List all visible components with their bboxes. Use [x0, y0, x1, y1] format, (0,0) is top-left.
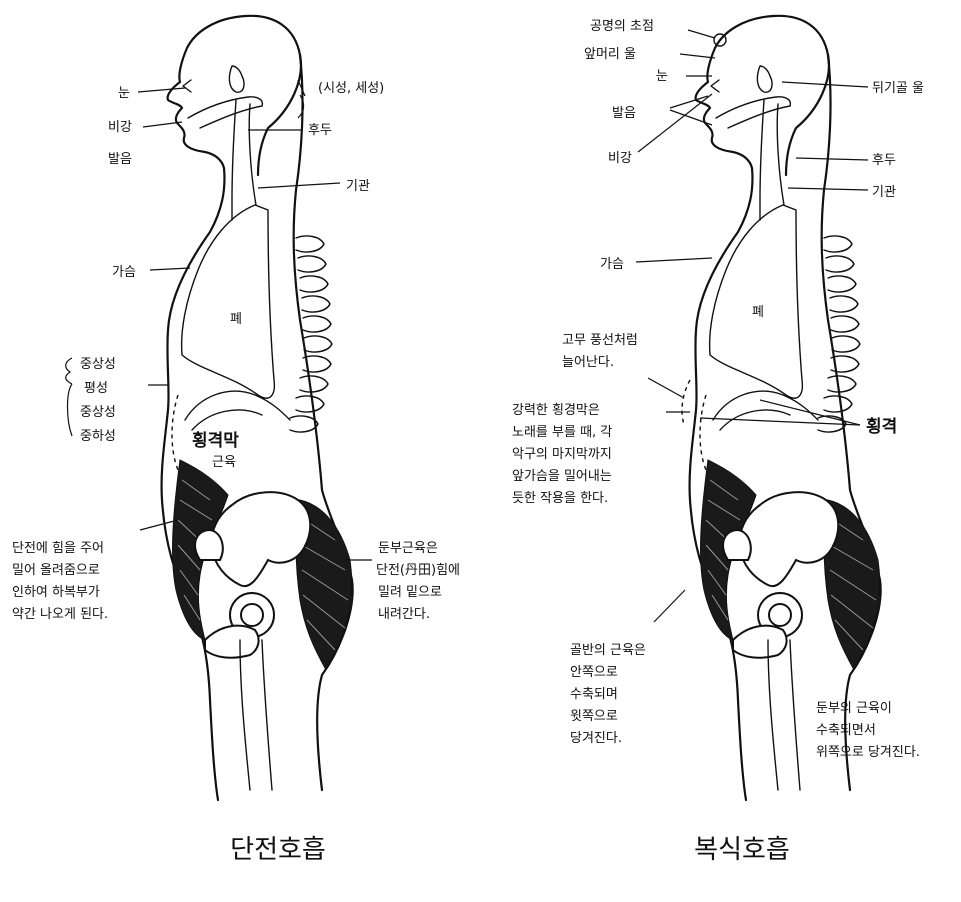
- right-note-glute-3: 위쪽으로 당겨진다.: [816, 745, 920, 760]
- right-label-trachea: 기관: [872, 185, 896, 200]
- left-note-glute-3: 밀려 밑으로: [378, 585, 442, 600]
- right-note-strong-1: 강력한 횡경막은: [512, 403, 600, 418]
- right-label-larynx: 후두: [872, 153, 896, 168]
- right-label-articulation: 발음: [612, 106, 636, 121]
- left-label-diaphragm: 횡격막: [192, 431, 239, 451]
- left-note-glute-1: 둔부근육은: [378, 541, 438, 556]
- left-label-pitch-4: 중하성: [80, 429, 116, 444]
- left-label-diaphragm-sub: 근육: [212, 455, 236, 470]
- left-note-abd-1: 단전에 힘을 주어: [12, 541, 104, 556]
- left-figure: 눈 비강 발음 (시성, 세성) 후두 기관 가슴 폐 중상성 평성 중상성 중…: [12, 16, 460, 865]
- left-note-abd-3: 인하여 하복부가: [12, 585, 100, 600]
- left-note-glute-2: 단전(丹田)힘에: [376, 563, 460, 578]
- right-label-occipital: 뒤기골 울: [872, 81, 924, 96]
- right-caption: 복식호흡: [694, 835, 790, 865]
- right-note-pelvis-5: 당겨진다.: [570, 731, 622, 746]
- right-figure: 공명의 초점 앞머리 울 눈 발음 비강 뒤기골 울 후두 기관 가슴 폐 고무…: [512, 16, 924, 865]
- right-note-pelvis-2: 안쪽으로: [570, 665, 618, 680]
- left-label-larynx: 후두: [308, 123, 332, 138]
- right-note-pelvis-4: 윗쪽으로: [570, 709, 618, 724]
- left-label-trachea: 기관: [346, 179, 370, 194]
- right-label-chest: 가슴: [600, 257, 624, 272]
- left-note-abd-4: 약간 나오게 된다.: [12, 607, 108, 622]
- right-label-nasal: 비강: [608, 151, 632, 166]
- right-note-pelvis-1: 골반의 근육은: [570, 643, 646, 658]
- left-label-eye: 눈: [118, 86, 130, 101]
- right-note-strong-2: 노래를 부를 때, 각: [512, 425, 612, 440]
- left-label-pitch-1: 중상성: [80, 357, 116, 372]
- right-note-glute-1: 둔부의 근육이: [816, 701, 892, 716]
- right-label-diaphragm: 횡격: [866, 417, 897, 437]
- left-label-pitch-2: 평성: [84, 381, 108, 396]
- right-note-strong-4: 앞가슴을 밀어내는: [512, 469, 612, 484]
- left-note-abd-2: 밀어 올려줌으로: [12, 563, 100, 578]
- right-note-strong-3: 악구의 마지막까지: [512, 447, 612, 462]
- right-label-balloon-1: 고무 풍선처럼: [562, 333, 638, 348]
- right-body-drawing: [690, 16, 881, 800]
- left-label-pitch-3: 중상성: [80, 405, 116, 420]
- left-note-glute-4: 내려간다.: [378, 607, 430, 622]
- right-label-eye: 눈: [656, 69, 668, 84]
- left-caption: 단전호흡: [230, 835, 326, 865]
- right-label-balloon-2: 늘어난다.: [562, 355, 614, 370]
- right-label-lung: 폐: [752, 305, 764, 320]
- right-note-pelvis-3: 수축되며: [570, 687, 618, 702]
- right-note-strong-5: 듯한 작용을 한다.: [512, 491, 608, 506]
- right-label-focus: 공명의 초점: [590, 19, 654, 34]
- left-label-articulation: 발음: [108, 152, 132, 167]
- right-label-front-head: 앞머리 울: [584, 47, 636, 62]
- left-label-lung: 폐: [230, 312, 242, 327]
- left-label-vocal: (시성, 세성): [318, 81, 384, 96]
- left-label-chest: 가슴: [112, 265, 136, 280]
- left-label-nasal: 비강: [108, 120, 132, 135]
- right-note-glute-2: 수축되면서: [816, 723, 876, 738]
